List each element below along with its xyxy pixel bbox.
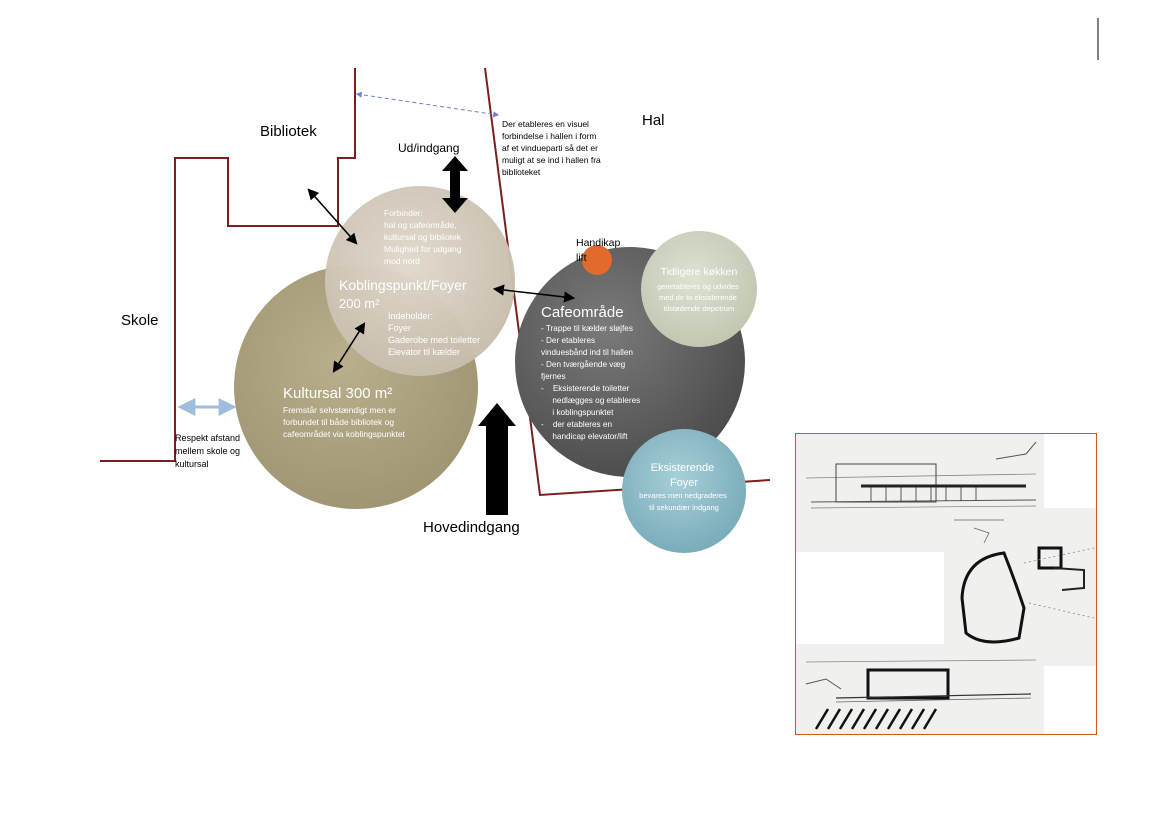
hovedindgang-arrow <box>478 403 516 515</box>
sketch-plan <box>944 508 1096 666</box>
foyer-desc: bevares men nedgraderes til sekundær ind… <box>639 491 729 512</box>
ud-indgang-arrow <box>442 156 468 213</box>
kobling-intro: Forbinder: hal og cafeområde, kultursal … <box>384 208 464 266</box>
handikap-lift-circle <box>582 245 612 275</box>
label-hovedindgang: Hovedindgang <box>423 519 520 536</box>
label-ud-indgang: Ud/indgang <box>398 141 459 155</box>
koekken-title: Tidligere køkken <box>661 266 738 278</box>
foyer-title: Eksisterende Foyer <box>651 462 718 489</box>
kobling-kultursal-arrow <box>332 322 366 373</box>
label-skole: Skole <box>121 312 159 329</box>
visual-connection-arrow <box>355 91 500 118</box>
koekken-circle <box>641 231 757 347</box>
sketch-panel <box>795 433 1097 735</box>
school-library-outline <box>100 68 356 462</box>
kobling-title: Koblingspunkt/Foyer <box>339 277 467 293</box>
kultursal-title: Kultursal 300 m² <box>283 385 392 402</box>
kobling-contents: Indeholder: Foyer Gaderobe med toiletter… <box>388 311 483 357</box>
sketch-elevation-bottom <box>796 644 1044 734</box>
kultursal-desc: Fremstår selvstændigt men er forbundet t… <box>283 405 406 439</box>
koblingspunkt-circle <box>325 186 515 376</box>
note-visuel-forbindelse: Der etableres en visuel forbindelse i ha… <box>502 119 603 177</box>
bibliotek-kobling-arrow <box>307 188 358 245</box>
label-bibliotek: Bibliotek <box>260 123 317 140</box>
kobling-area: 200 m² <box>339 296 380 311</box>
label-hal: Hal <box>642 112 665 129</box>
eksisterende-foyer-circle <box>622 429 746 553</box>
label-handikap-lift: Handikap lift <box>576 237 623 264</box>
cafe-title: Cafeområde <box>541 304 624 321</box>
koekken-desc: genetableres og udvides med de to eksist… <box>657 282 741 313</box>
cafe-lines: - Trappe til kælder sløjfes - Der etable… <box>0 0 652 441</box>
note-respekt-afstand: Respekt afstand mellem skole og kultursa… <box>175 433 243 469</box>
kobling-cafe-arrow <box>492 284 576 303</box>
